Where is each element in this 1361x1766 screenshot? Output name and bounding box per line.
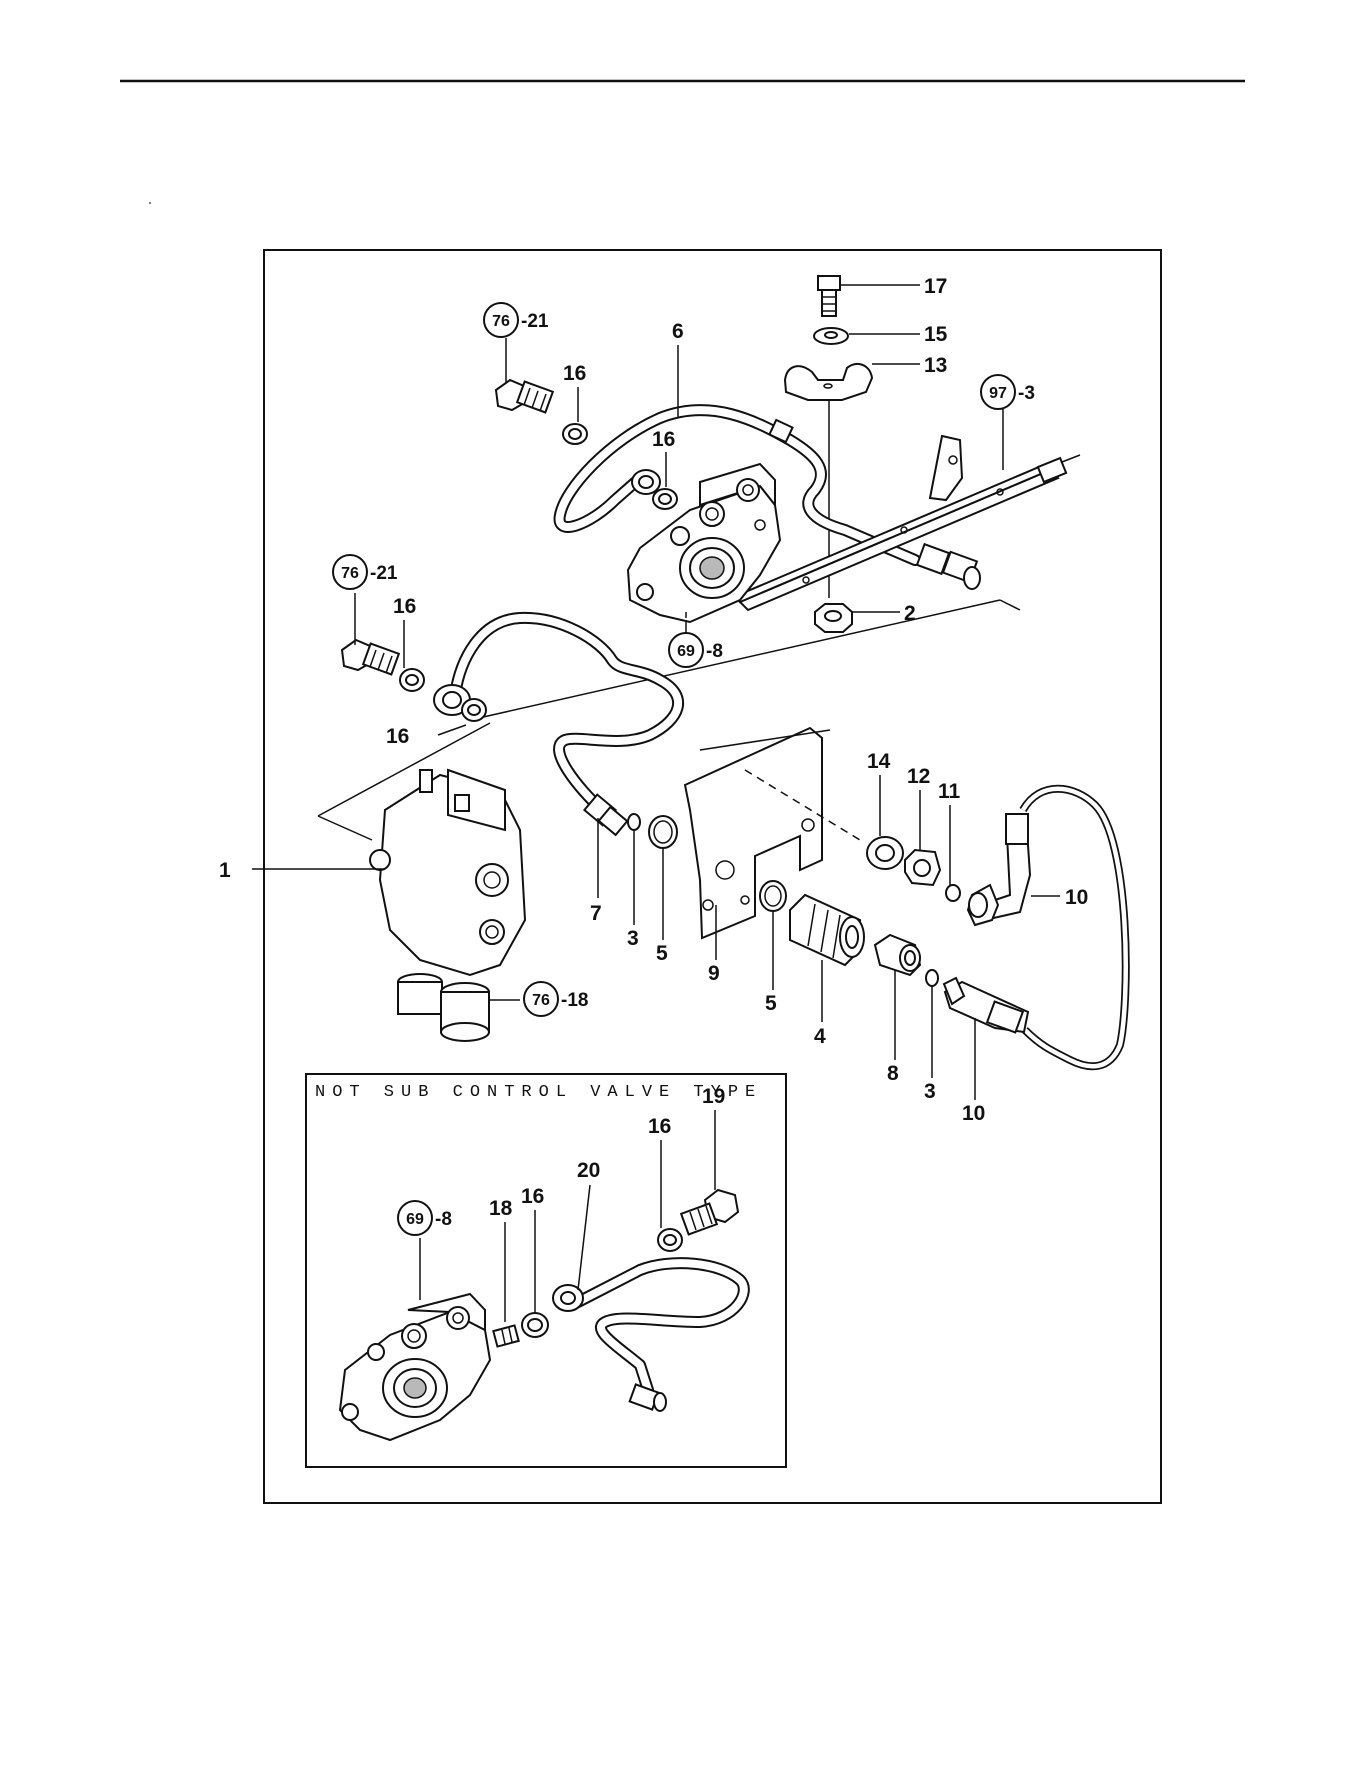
hose-fitting-10-upper <box>968 814 1030 925</box>
callout-16-c: 16 <box>393 595 416 618</box>
projection-line-top <box>1000 600 1020 610</box>
callout-16-e: 16 <box>648 1115 671 1138</box>
svg-text:69: 69 <box>677 643 695 660</box>
callout-20: 20 <box>577 1159 600 1182</box>
banjo-bolt-76-21-left <box>342 640 399 674</box>
callout-5-a: 5 <box>656 942 668 965</box>
group-ref-76-21-top: 76 -21 <box>484 303 549 337</box>
group-ref-69-8-top: 69 -8 <box>669 620 723 667</box>
callout-4: 4 <box>814 1025 826 1048</box>
plug-18 <box>493 1325 518 1346</box>
clamp-13 <box>785 364 872 400</box>
callout-5-b: 5 <box>765 992 777 1015</box>
callout-3-b: 3 <box>924 1080 936 1103</box>
washer-14 <box>867 837 903 869</box>
svg-text:-8: -8 <box>706 641 723 662</box>
banjo-bolt-76-21-top <box>496 380 553 412</box>
svg-text:76: 76 <box>492 313 510 330</box>
callout-2: 2 <box>904 602 916 625</box>
callout-13: 13 <box>924 354 947 377</box>
svg-text:-8: -8 <box>435 1209 452 1230</box>
callout-9: 9 <box>708 962 720 985</box>
callout-18: 18 <box>489 1197 513 1220</box>
inset-title: NOT SUB CONTROL VALVE TYPE <box>315 1083 762 1102</box>
svg-text:-21: -21 <box>370 563 398 584</box>
washer-16-left-b <box>462 699 486 721</box>
callout-14: 14 <box>867 750 891 773</box>
washer-16-left-a <box>400 669 424 691</box>
washer-16-top-b <box>653 489 677 509</box>
speck-mark <box>149 202 151 204</box>
callout-10-a: 10 <box>1065 886 1088 909</box>
bolt-17 <box>818 276 840 316</box>
nut-2 <box>815 604 852 632</box>
callout-16-f: 16 <box>521 1185 544 1208</box>
group-ref-76-18: 76 -18 <box>524 982 588 1016</box>
callout-8: 8 <box>887 1062 899 1085</box>
callout-11: 11 <box>938 780 961 803</box>
hose-10 <box>1023 789 1126 1066</box>
hose-fitting-10-lower <box>944 978 1028 1032</box>
group-ref-97-3: 97 -3 <box>981 375 1035 409</box>
svg-text:97: 97 <box>989 385 1007 402</box>
callout-10-b: 10 <box>962 1102 985 1125</box>
bracket-97-3 <box>736 436 1080 610</box>
callout-6: 6 <box>672 320 684 343</box>
washer-16-top-a <box>563 424 587 444</box>
o-ring-3-right <box>926 970 938 986</box>
pipe-20 <box>578 1263 744 1390</box>
pipe-7 <box>455 618 678 808</box>
projection-line-left-b <box>318 816 372 840</box>
callout-16-a: 16 <box>563 362 586 385</box>
svg-text:76: 76 <box>532 992 550 1009</box>
group-ref-69-8-inset: 69 -8 <box>398 1201 452 1235</box>
washer-15 <box>814 328 848 344</box>
callout-16-d: 16 <box>386 725 409 748</box>
sub-control-valve-69-8-inset <box>340 1294 490 1440</box>
snap-ring-5-a <box>649 816 677 848</box>
svg-text:-3: -3 <box>1018 383 1035 404</box>
svg-text:76: 76 <box>341 565 359 582</box>
callout-7: 7 <box>590 902 602 925</box>
banjo-bolt-19 <box>681 1190 738 1234</box>
callout-1: 1 <box>219 859 231 882</box>
callout-15: 15 <box>924 323 948 346</box>
callout-19: 19 <box>702 1085 725 1108</box>
svg-text:-21: -21 <box>521 311 549 332</box>
callout-12: 12 <box>907 765 930 788</box>
svg-text:-18: -18 <box>561 990 588 1011</box>
snap-ring-5-b <box>760 881 786 911</box>
group-ref-76-21-left: 76 -21 <box>333 555 398 589</box>
o-ring-11 <box>946 885 960 901</box>
coupler-4 <box>790 895 864 965</box>
svg-text:69: 69 <box>406 1211 424 1228</box>
nut-12 <box>905 850 940 885</box>
callout-16-b: 16 <box>652 428 675 451</box>
o-ring-3-left <box>628 814 640 830</box>
callout-3-a: 3 <box>627 927 639 950</box>
washer-16-inset-a <box>658 1229 682 1251</box>
washer-16-inset-b <box>522 1313 548 1337</box>
adapter-8 <box>875 935 920 975</box>
pipe-6-end-fitting <box>917 544 980 589</box>
callout-17: 17 <box>924 275 947 298</box>
